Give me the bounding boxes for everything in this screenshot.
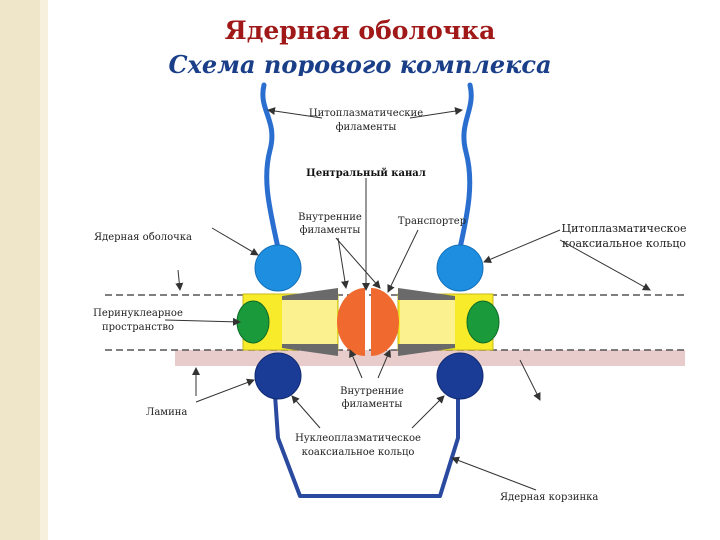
label-lamina: Ламина [146, 407, 187, 418]
transporter-right-half [371, 288, 399, 356]
label-inner-filaments-bottom-1: Внутренние [340, 386, 404, 397]
label-central-channel: Центральный канал [306, 168, 426, 179]
arrow-nuclear-envelope [211, 227, 259, 256]
arrow-nucleo-ring-left [291, 395, 321, 429]
cyto-ring-right [436, 244, 484, 292]
arrow-nucleo-ring-right [411, 395, 445, 429]
label-inner-filaments-top-1: Внутренние [298, 212, 362, 223]
label-nucleo-ring-1: Нуклеоплазматическое [295, 433, 421, 444]
slide-background-strip-inner [0, 0, 40, 540]
arrow-inner-filaments-bottom-right [377, 349, 391, 379]
lamina-band [175, 350, 685, 366]
label-perinuclear-1: Перинуклеарное [93, 308, 183, 319]
inner-filament-wedge-bottom-left [282, 344, 338, 356]
green-subunit-right [466, 300, 500, 344]
arrow-cyto-ring-lower [519, 359, 541, 401]
transporter-left-half [337, 288, 365, 356]
cyto-filament-right [457, 82, 474, 251]
cyto-ring-left [254, 244, 302, 292]
label-nuclear-basket: Ядерная корзинка [500, 492, 598, 503]
label-perinuclear-2: пространство [102, 322, 174, 333]
arrow-cyto-ring [483, 229, 561, 263]
inner-filament-wedge-top-left [282, 288, 338, 300]
arrow-nuclear-basket [451, 456, 537, 491]
spoke-left [282, 300, 337, 344]
slide-subtitle: Схема порового комплекса [168, 50, 552, 79]
spoke-right [400, 300, 455, 344]
inner-filament-wedge-top-right [398, 288, 455, 300]
label-inner-filaments-bottom-2: филаменты [342, 399, 403, 410]
nuclear-basket [273, 394, 460, 498]
label-cyto-filaments-2: филаменты [336, 122, 397, 133]
arrow-nuclear-envelope-membrane [175, 269, 184, 291]
label-nuclear-envelope: Ядерная оболочка [94, 232, 192, 243]
arrow-cyto-ring-membrane [559, 239, 651, 291]
arrow-lamina [195, 378, 255, 403]
arrow-inner-filaments-top-2 [335, 237, 381, 289]
label-cyto-filaments-1: Цитоплазматические [309, 108, 423, 119]
arrow-perinuclear [164, 317, 241, 326]
label-inner-filaments-top-2: филаменты [300, 225, 361, 236]
arrow-inner-filaments-bottom-left [349, 349, 363, 379]
nucleo-ring-left [254, 352, 302, 400]
label-nucleo-ring-2: коаксиальное кольцо [302, 447, 415, 458]
slide-title: Ядерная оболочка [224, 16, 496, 45]
arrow-inner-filaments-top [337, 237, 349, 289]
green-subunit-left [236, 300, 270, 344]
label-cyto-ring-1: Цитоплазматическое [562, 222, 687, 235]
arrow-cyto-filament-left [267, 107, 323, 119]
arrow-cyto-filament-right [409, 107, 463, 119]
nucleo-ring-right [436, 352, 484, 400]
inner-filament-wedge-bottom-right [398, 344, 455, 356]
label-cyto-ring-2: коаксиальное кольцо [562, 237, 686, 250]
arrow-transporter [387, 229, 419, 293]
cyto-filament-left [260, 82, 281, 251]
label-transporter: Транспортер [398, 216, 466, 227]
